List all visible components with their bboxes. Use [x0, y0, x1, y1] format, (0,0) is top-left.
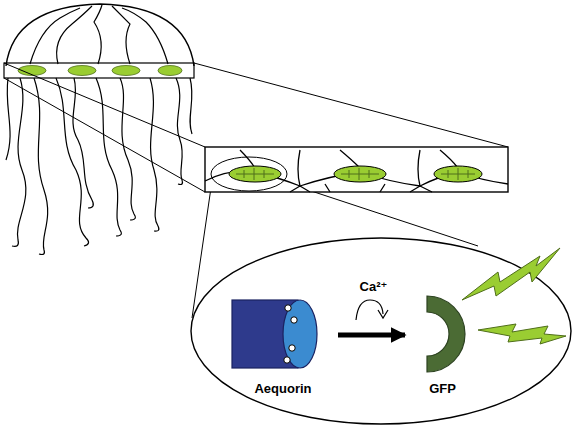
- zoomed-band: [205, 147, 508, 192]
- aequorin-cap: [283, 300, 317, 368]
- rib: [240, 150, 255, 168]
- green-spot: [434, 166, 482, 182]
- green-spot: [229, 166, 281, 182]
- rib: [298, 150, 300, 186]
- green-spot: [68, 66, 96, 76]
- curved-arrow-head: [378, 310, 388, 318]
- spot-stripes: [236, 168, 274, 180]
- zoom-ellipse: [191, 238, 571, 424]
- spot-stripes: [441, 168, 475, 180]
- binding-site: [291, 317, 297, 323]
- tentacle: [12, 78, 26, 246]
- reaction-arrow: [338, 333, 405, 338]
- zoom-line: [4, 78, 205, 192]
- green-spot: [112, 66, 140, 76]
- tentacle: [73, 78, 93, 208]
- emitted-light: [462, 248, 566, 344]
- bell-rib: [30, 8, 80, 64]
- tentacle: [190, 78, 192, 134]
- node-label: GFP: [405, 381, 480, 396]
- bell-rib: [57, 6, 92, 64]
- green-spot: [334, 166, 386, 182]
- binding-site: [284, 357, 290, 363]
- zoom-frame: [205, 147, 508, 192]
- tentacle: [96, 78, 121, 236]
- green-spot: [158, 66, 182, 76]
- aequorin-protein: Aequorin: [228, 298, 338, 398]
- gfp-protein: GFP: [405, 290, 480, 398]
- spot-stripes: [341, 168, 379, 180]
- jellyfish: [4, 4, 194, 255]
- bell-rib: [112, 6, 130, 64]
- zoom-band: [4, 63, 194, 78]
- zoom-lines: [4, 63, 508, 318]
- gfp-shape: [427, 296, 465, 372]
- zoom-circle: [211, 157, 287, 191]
- rib: [418, 150, 420, 186]
- zoom-line: [4, 63, 205, 147]
- jellyfish-bell: [6, 4, 194, 66]
- rib: [340, 150, 360, 168]
- tentacle: [120, 78, 135, 220]
- node-label: Aequorin: [228, 381, 338, 396]
- tentacle: [150, 78, 159, 231]
- zoom-line: [194, 63, 508, 147]
- tentacle: [176, 78, 183, 185]
- curved-arrow: [356, 300, 383, 320]
- lightning-bolt: [478, 324, 566, 344]
- binding-site: [285, 305, 291, 311]
- tentacle-base: [290, 184, 432, 192]
- bell-rib: [94, 5, 102, 64]
- bell-rib: [122, 8, 168, 64]
- zoom-line: [192, 174, 213, 318]
- lightning-bolt: [462, 248, 560, 300]
- tentacle: [6, 78, 10, 160]
- tentacle: [34, 78, 48, 255]
- capture-arrow: [356, 300, 388, 320]
- rib: [440, 150, 458, 168]
- binding-site: [289, 345, 295, 351]
- green-gonads: [18, 66, 182, 76]
- ion-label: Ca²⁺: [360, 279, 388, 294]
